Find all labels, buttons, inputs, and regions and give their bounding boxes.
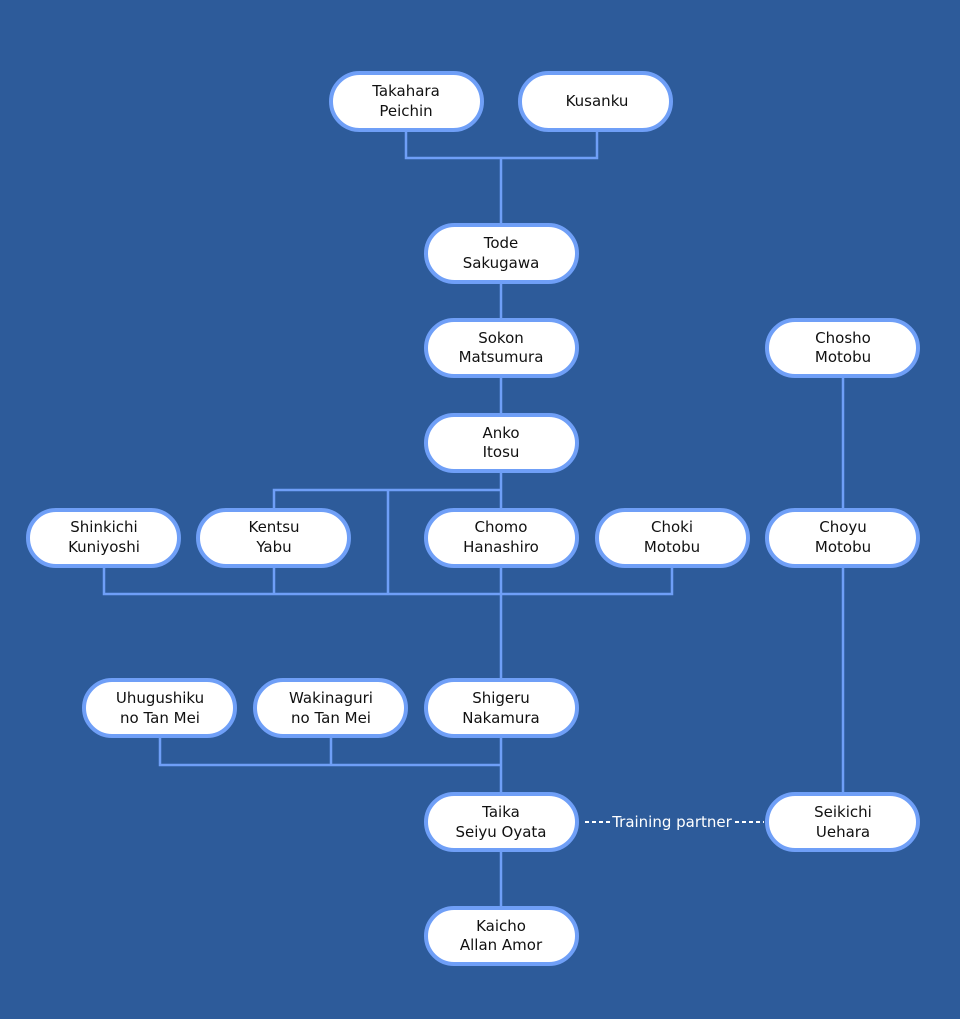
node-takahara-line2: Peichin: [379, 102, 432, 120]
node-seikichi-line2: Uehara: [816, 823, 870, 841]
node-uhugushiku-line2: no Tan Mei: [120, 709, 200, 727]
node-chomo-hanashiro: Chomo Hanashiro: [424, 508, 579, 568]
training-partner-label: Training partner: [611, 813, 732, 831]
node-sokon-line1: Sokon: [478, 329, 524, 347]
node-seikichi-line1: Seikichi: [814, 803, 872, 821]
node-taika-seiyu-oyata: Taika Seiyu Oyata: [424, 792, 579, 852]
node-choki-line1: Choki: [651, 518, 693, 536]
connector-founders-to-tode: [404, 130, 599, 225]
connector-gen7-to-taika: [158, 736, 503, 794]
node-choyu-line2: Motobu: [815, 538, 871, 556]
node-tode-line1: Tode: [483, 234, 519, 252]
node-kaicho-line1: Kaicho: [476, 917, 526, 935]
node-uhugushiku-no-tan-mei: Uhugushiku no Tan Mei: [82, 678, 237, 738]
node-choki-motobu: Choki Motobu: [595, 508, 750, 568]
node-shigeru-nakamura: Shigeru Nakamura: [424, 678, 579, 738]
node-sokon-matsumura: Sokon Matsumura: [424, 318, 579, 378]
node-anko-line2: Itosu: [483, 443, 520, 461]
node-tode-line2: Sakugawa: [463, 254, 540, 272]
node-kentsu-line1: Kentsu: [248, 518, 299, 536]
node-taika-line1: Taika: [481, 803, 520, 821]
node-anko-line1: Anko: [482, 424, 519, 442]
node-chosho-line1: Chosho: [815, 329, 871, 347]
node-kusanku: Kusanku: [518, 71, 673, 132]
node-takahara-peichin: Takahara Peichin: [329, 71, 484, 132]
node-chosho-line2: Motobu: [815, 348, 871, 366]
node-choyu-motobu: Choyu Motobu: [765, 508, 920, 568]
node-kusanku-line1: Kusanku: [566, 92, 629, 110]
node-kaicho-allan-amor: Kaicho Allan Amor: [424, 906, 579, 966]
node-kentsu-line2: Yabu: [255, 538, 291, 556]
node-sokon-line2: Matsumura: [459, 348, 544, 366]
node-wakinaguri-no-tan-mei: Wakinaguri no Tan Mei: [253, 678, 408, 738]
node-wakinaguri-line1: Wakinaguri: [289, 689, 373, 707]
node-chomo-line2: Hanashiro: [463, 538, 539, 556]
node-tode-sakugawa: Tode Sakugawa: [424, 223, 579, 284]
node-shinkichi-line1: Shinkichi: [70, 518, 137, 536]
node-anko-itosu: Anko Itosu: [424, 413, 579, 473]
connector-anko-branch-top: [272, 471, 503, 594]
node-choki-line2: Motobu: [644, 538, 700, 556]
node-kentsu-yabu: Kentsu Yabu: [196, 508, 351, 568]
node-shinkichi-line2: Kuniyoshi: [68, 538, 140, 556]
node-choyu-line1: Choyu: [819, 518, 867, 536]
connector-generation-bottom-bar: [102, 566, 674, 680]
node-wakinaguri-line2: no Tan Mei: [291, 709, 371, 727]
node-shinkichi-kuniyoshi: Shinkichi Kuniyoshi: [26, 508, 181, 568]
node-shigeru-line2: Nakamura: [462, 709, 540, 727]
node-kaicho-line2: Allan Amor: [460, 936, 543, 954]
node-uhugushiku-line1: Uhugushiku: [116, 689, 204, 707]
node-chomo-line1: Chomo: [475, 518, 528, 536]
node-takahara-line1: Takahara: [371, 82, 440, 100]
connectors: Training partner: [102, 130, 845, 908]
node-shigeru-line1: Shigeru: [472, 689, 530, 707]
node-seikichi-uehara: Seikichi Uehara: [765, 792, 920, 852]
node-taika-line2: Seiyu Oyata: [455, 823, 546, 841]
node-chosho-motobu: Chosho Motobu: [765, 318, 920, 378]
